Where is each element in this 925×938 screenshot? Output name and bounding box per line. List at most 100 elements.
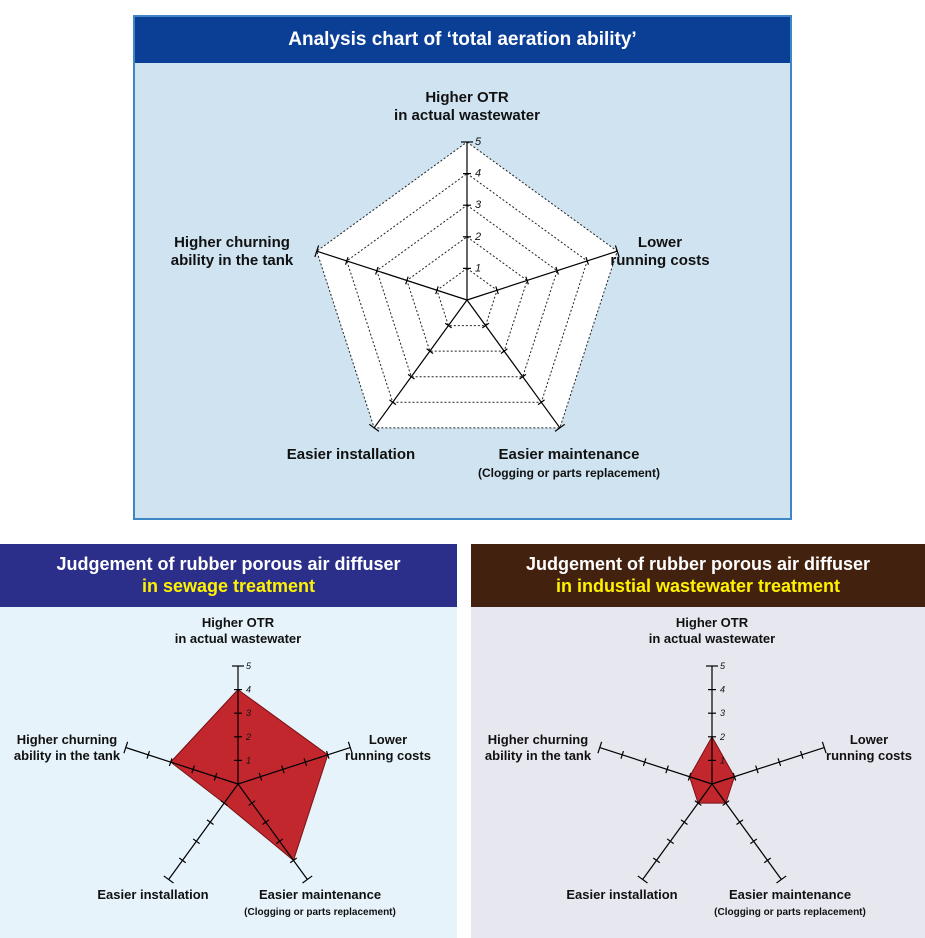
axis-line-2 [711, 783, 782, 880]
axis-label-1-line-0: Lower [850, 732, 888, 747]
axis-tick-3-5 [163, 875, 174, 884]
tick-label-3: 3 [246, 708, 251, 718]
axis-tick-4-3 [375, 266, 379, 275]
industrial-title-highlight: in industial wastewater treatment [555, 576, 841, 596]
axis-tick-2-2 [262, 819, 270, 826]
axis-tick-4-2 [191, 765, 195, 774]
axis-tick-4-2 [665, 765, 669, 774]
axis-tick-3-5 [637, 875, 648, 884]
tick-label-4: 4 [475, 168, 481, 180]
axis-tick-4-1 [435, 286, 439, 295]
axis-tick-4-5 [597, 741, 603, 754]
axis-line-1 [711, 746, 825, 785]
axis-label-2-line-0: Easier maintenance [259, 887, 381, 902]
grid-ring-2 [406, 236, 528, 352]
axis-label-1-line-0: Lower [369, 732, 407, 747]
axis-label-1-line-1: running costs [826, 748, 912, 763]
axis-tick-3-5 [368, 423, 380, 432]
axis-label-0-line-1: in actual wastewater [649, 631, 775, 646]
axis-label-4-line-0: Higher churning [17, 732, 117, 747]
axis-tick-2-4 [289, 857, 298, 864]
axis-line-3 [168, 783, 239, 880]
axis-tick-4-5 [314, 245, 320, 258]
sewage-chart-panel: Judgement of rubber porous air diffuser … [0, 544, 457, 938]
axis-tick-1-5 [347, 741, 353, 754]
axis-tick-2-4 [763, 857, 772, 864]
axis-label-2-sub: (Clogging or parts replacement) [244, 907, 396, 918]
axis-line-4 [599, 746, 713, 785]
tick-label-3: 3 [720, 708, 725, 718]
axis-label-1-line-1: running costs [345, 748, 431, 763]
axis-tick-3-3 [666, 838, 674, 845]
axis-tick-2-3 [519, 373, 527, 380]
industrial-chart-title: Judgement of rubber porous air diffuser … [471, 544, 925, 607]
axis-tick-4-2 [405, 276, 409, 285]
tick-label-4: 4 [246, 685, 251, 695]
axis-tick-2-5 [302, 875, 313, 884]
axis-tick-3-1 [444, 322, 453, 329]
axis-label-2-sub: (Clogging or parts replacement) [714, 907, 866, 918]
axis-tick-4-4 [344, 256, 349, 265]
axis-label-0-line-0: Higher OTR [202, 615, 275, 630]
axis-tick-3-2 [680, 819, 688, 826]
tick-label-5: 5 [246, 661, 252, 671]
axis-label-4-line-1: ability in the tank [485, 748, 592, 763]
axis-line-4 [316, 250, 468, 301]
main-chart-title-text: Analysis chart of ‘total aeration abilit… [288, 29, 637, 50]
axis-line-3 [642, 783, 713, 880]
tick-label-5: 5 [720, 661, 726, 671]
axis-tick-3-1 [220, 800, 228, 806]
main-chart-panel: Analysis chart of ‘total aeration abilit… [133, 15, 792, 520]
axis-tick-2-1 [248, 800, 256, 806]
axis-tick-2-1 [722, 800, 730, 806]
tick-label-2: 2 [719, 732, 725, 742]
axis-tick-3-1 [694, 800, 702, 806]
axis-tick-1-5 [821, 741, 827, 754]
axis-tick-2-5 [776, 875, 787, 884]
tick-label-2: 2 [474, 231, 481, 243]
axis-tick-2-3 [750, 838, 758, 845]
axis-label-1-line-0: Lower [638, 234, 682, 251]
axis-label-4-line-1: ability in the tank [14, 748, 121, 763]
axis-tick-3-4 [178, 857, 187, 864]
axis-label-2-line-0: Easier maintenance [499, 446, 640, 463]
axis-tick-2-4 [537, 399, 545, 406]
axis-label-2-line-0: Easier maintenance [729, 887, 851, 902]
axis-tick-1-2 [755, 765, 759, 774]
axis-tick-2-3 [276, 838, 284, 845]
industrial-title-line1: Judgement of rubber porous air diffuser [525, 554, 871, 574]
axis-label-4-line-0: Higher churning [488, 732, 588, 747]
axis-tick-1-4 [325, 750, 330, 759]
axis-tick-4-4 [620, 750, 625, 759]
axis-tick-4-3 [168, 758, 173, 767]
axis-tick-4-1 [687, 772, 692, 781]
axis-tick-1-2 [281, 765, 285, 774]
axis-tick-1-4 [585, 256, 590, 265]
tick-label-1: 1 [246, 755, 251, 765]
axis-tick-3-2 [206, 819, 214, 826]
axis-line-1 [237, 746, 351, 785]
tick-label-2: 2 [245, 732, 251, 742]
axis-tick-4-1 [213, 772, 218, 781]
axis-tick-1-4 [799, 750, 804, 759]
axis-tick-2-2 [500, 348, 508, 354]
axis-tick-4-3 [642, 758, 647, 767]
axis-tick-3-3 [407, 373, 415, 380]
axis-tick-2-2 [736, 819, 744, 826]
axis-tick-1-1 [495, 286, 499, 295]
grid-ring-5 [316, 141, 618, 429]
axis-tick-1-2 [525, 276, 529, 285]
axis-label-0-line-1: in actual wastewater [394, 107, 540, 124]
axis-tick-1-3 [303, 758, 308, 767]
tick-label-5: 5 [475, 136, 482, 148]
axis-label-3-line-0: Easier installation [566, 887, 677, 902]
axis-tick-3-3 [192, 838, 200, 845]
axis-label-2-sub: (Clogging or parts replacement) [478, 466, 660, 480]
axis-label-0-line-1: in actual wastewater [175, 631, 301, 646]
axis-line-3 [373, 299, 468, 429]
axis-label-1-line-1: running costs [610, 252, 709, 269]
axis-tick-2-5 [554, 423, 566, 432]
axis-label-0-line-0: Higher OTR [425, 89, 509, 106]
